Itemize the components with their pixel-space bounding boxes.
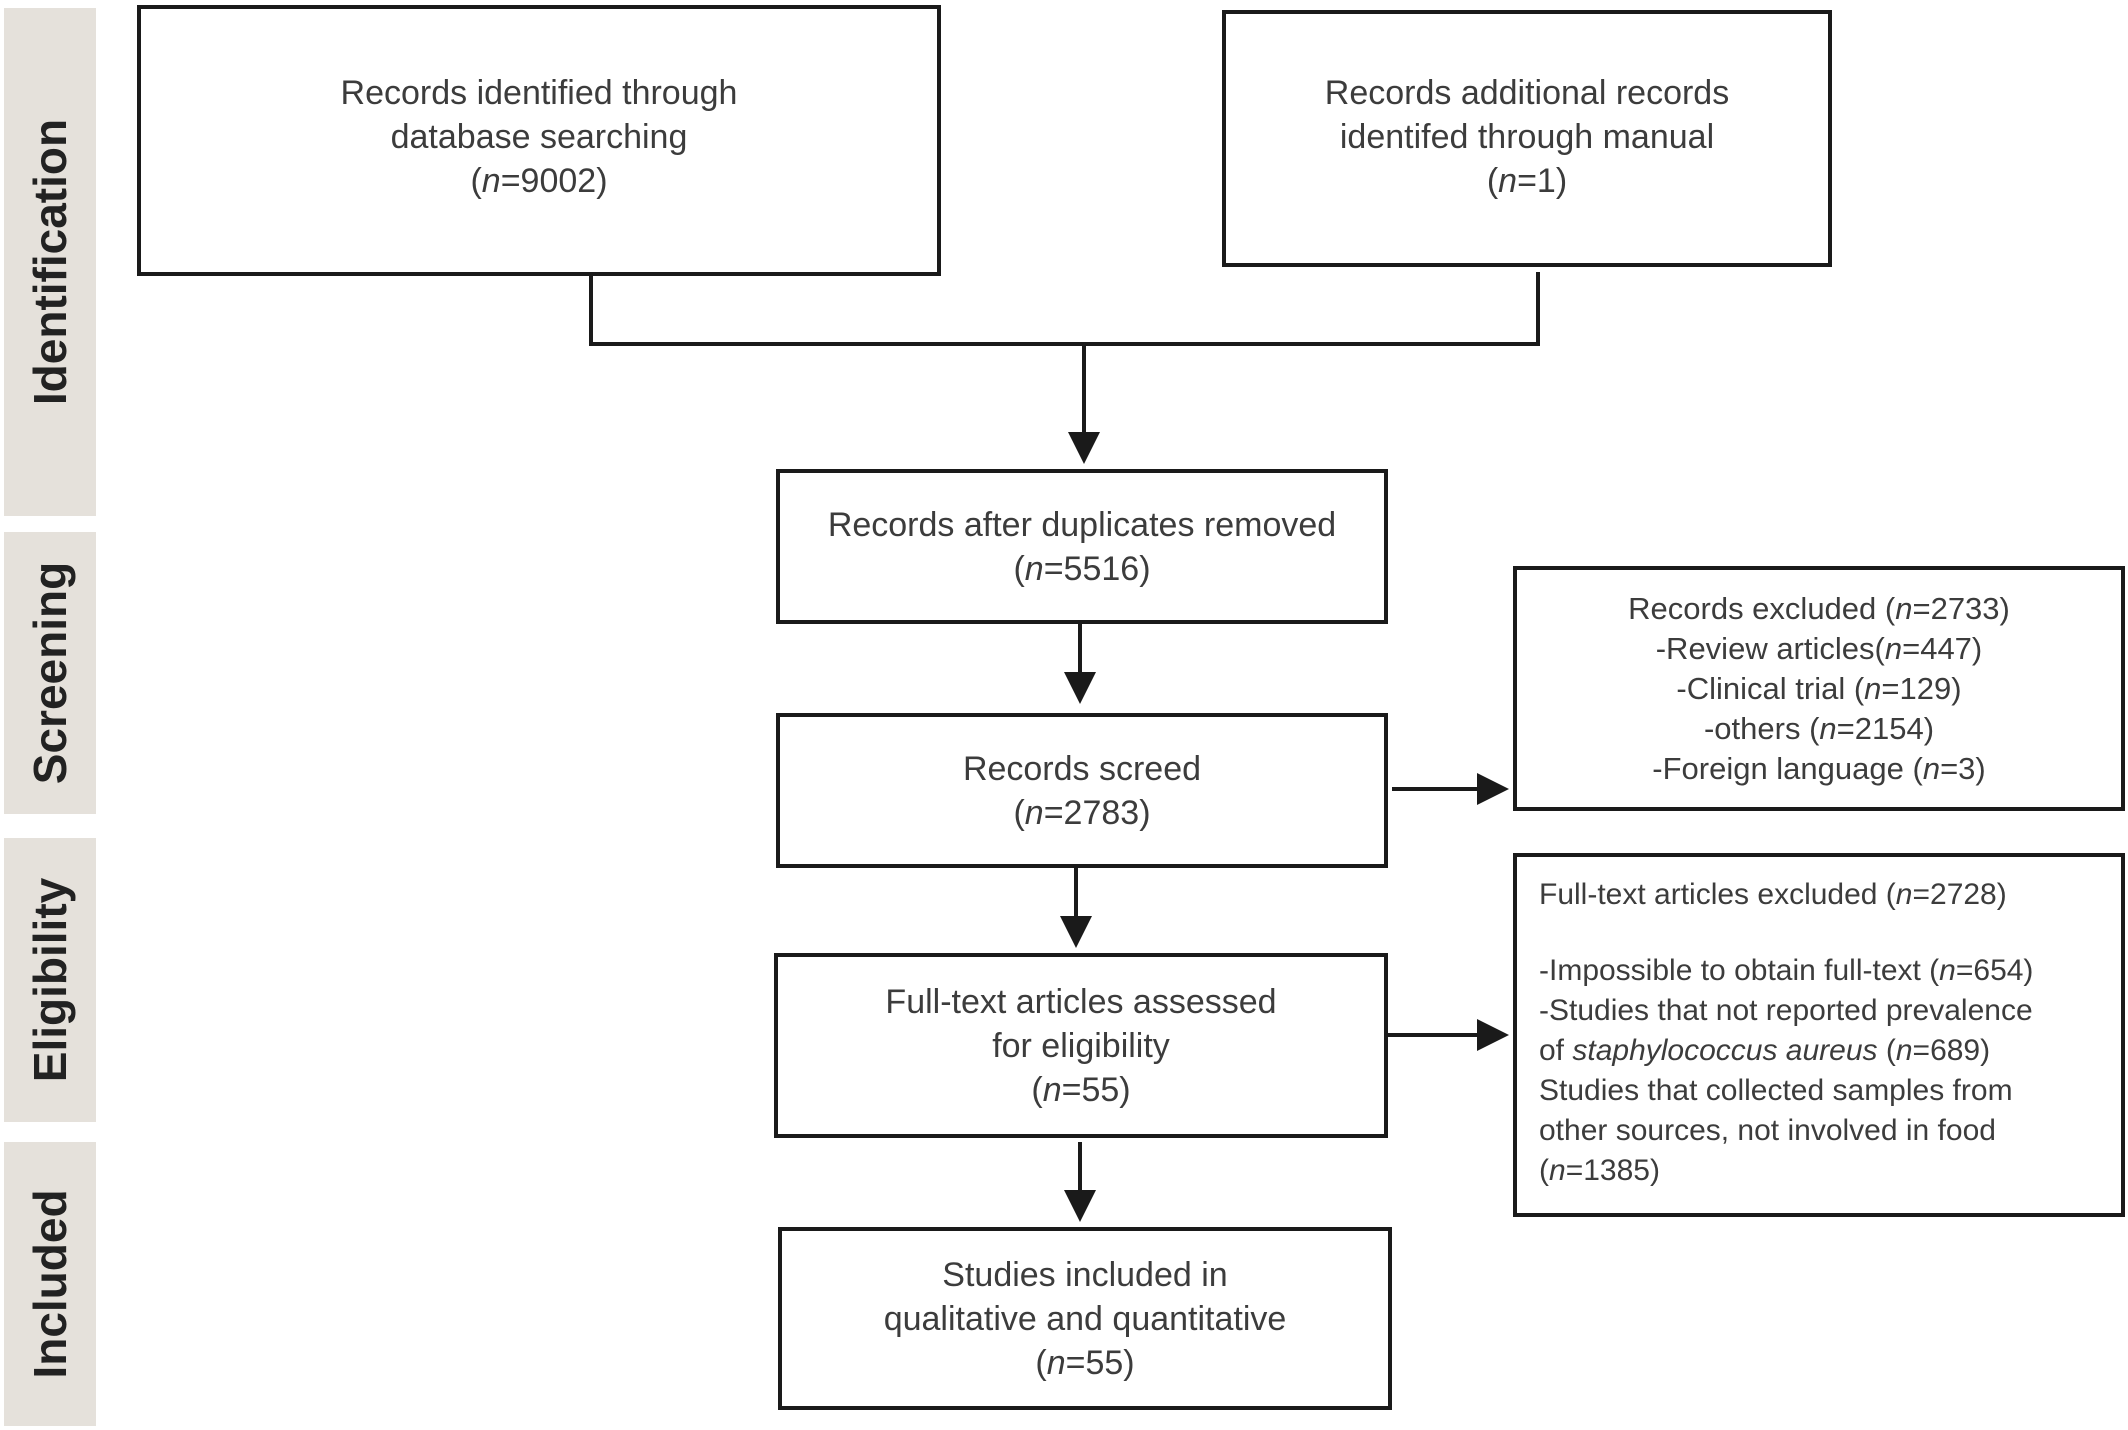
records-excluded-box: Records excluded (n=2733) -Review articl… bbox=[1513, 566, 2125, 811]
full-text-excluded-box: Full-text articles excluded (n=2728) -Im… bbox=[1513, 853, 2125, 1217]
database-line1: Records identified through bbox=[340, 74, 738, 112]
full-text-assessed-count: (n=55) bbox=[1031, 1070, 1131, 1109]
included-count: (n=55) bbox=[1035, 1343, 1135, 1382]
records-excluded-title: Records excluded (n=2733) bbox=[1628, 590, 2010, 626]
records-screened-box: Records screed (n=2783) bbox=[776, 713, 1388, 868]
screened-count: (n=2783) bbox=[1013, 793, 1151, 832]
full-text-excluded-title: Full-text articles excluded (n=2728) bbox=[1539, 878, 2007, 911]
exclusion-reason-prevalence-line1: -Studies that not reported prevalence bbox=[1539, 994, 2033, 1027]
included-line2: qualitative and quantitative bbox=[883, 1299, 1287, 1338]
phase-bar-eligibility: Eligibility bbox=[4, 838, 96, 1122]
additional-line1: Records additional records bbox=[1324, 74, 1730, 112]
phase-bar-screening: Screening bbox=[4, 532, 96, 814]
excluded-item: -Clinical trial (n=129) bbox=[1676, 670, 1962, 706]
excluded-item: -Review articles(n=447) bbox=[1655, 630, 1983, 666]
exclusion-reason-prevalence-line2: of staphylococcus aureus (n=689) bbox=[1539, 1034, 1991, 1067]
after-duplicates-line1: Records after duplicates removed bbox=[827, 505, 1337, 544]
database-count: (n=9002) bbox=[470, 162, 608, 200]
database-search-box: Records identified through database sear… bbox=[137, 5, 941, 276]
exclusion-reason-sources-count: (n=1385) bbox=[1539, 1154, 1660, 1187]
exclusion-reason-sources-line1: Studies that collected samples from bbox=[1539, 1074, 2013, 1107]
additional-records-box: Records additional records identifed thr… bbox=[1222, 10, 1832, 267]
excluded-item: -others (n=2154) bbox=[1703, 710, 1935, 746]
database-line2: database searching bbox=[390, 118, 688, 156]
merge-connector bbox=[589, 272, 1540, 346]
full-text-assessed-box: Full-text articles assessed for eligibil… bbox=[774, 953, 1388, 1138]
full-text-assessed-line1: Full-text articles assessed bbox=[885, 982, 1277, 1021]
phase-bar-included: Included bbox=[4, 1142, 96, 1426]
screened-line1: Records screed bbox=[962, 749, 1202, 788]
full-text-assessed-line2: for eligibility bbox=[992, 1026, 1170, 1065]
included-line1: Studies included in bbox=[942, 1255, 1228, 1294]
studies-included-box: Studies included in qualitative and quan… bbox=[778, 1227, 1392, 1410]
phase-bar-identification: Identification bbox=[4, 8, 96, 516]
after-duplicates-box: Records after duplicates removed (n=5516… bbox=[776, 469, 1388, 624]
additional-count: (n=1) bbox=[1486, 162, 1568, 200]
exclusion-reason-obtain: -Impossible to obtain full-text (n=654) bbox=[1539, 954, 2034, 987]
additional-line2: identifed through manual bbox=[1339, 118, 1715, 156]
exclusion-reason-sources-line2: other sources, not involved in food bbox=[1539, 1114, 1996, 1147]
after-duplicates-count: (n=5516) bbox=[1013, 549, 1151, 588]
excluded-item: -Foreign language (n=3) bbox=[1652, 750, 1986, 786]
